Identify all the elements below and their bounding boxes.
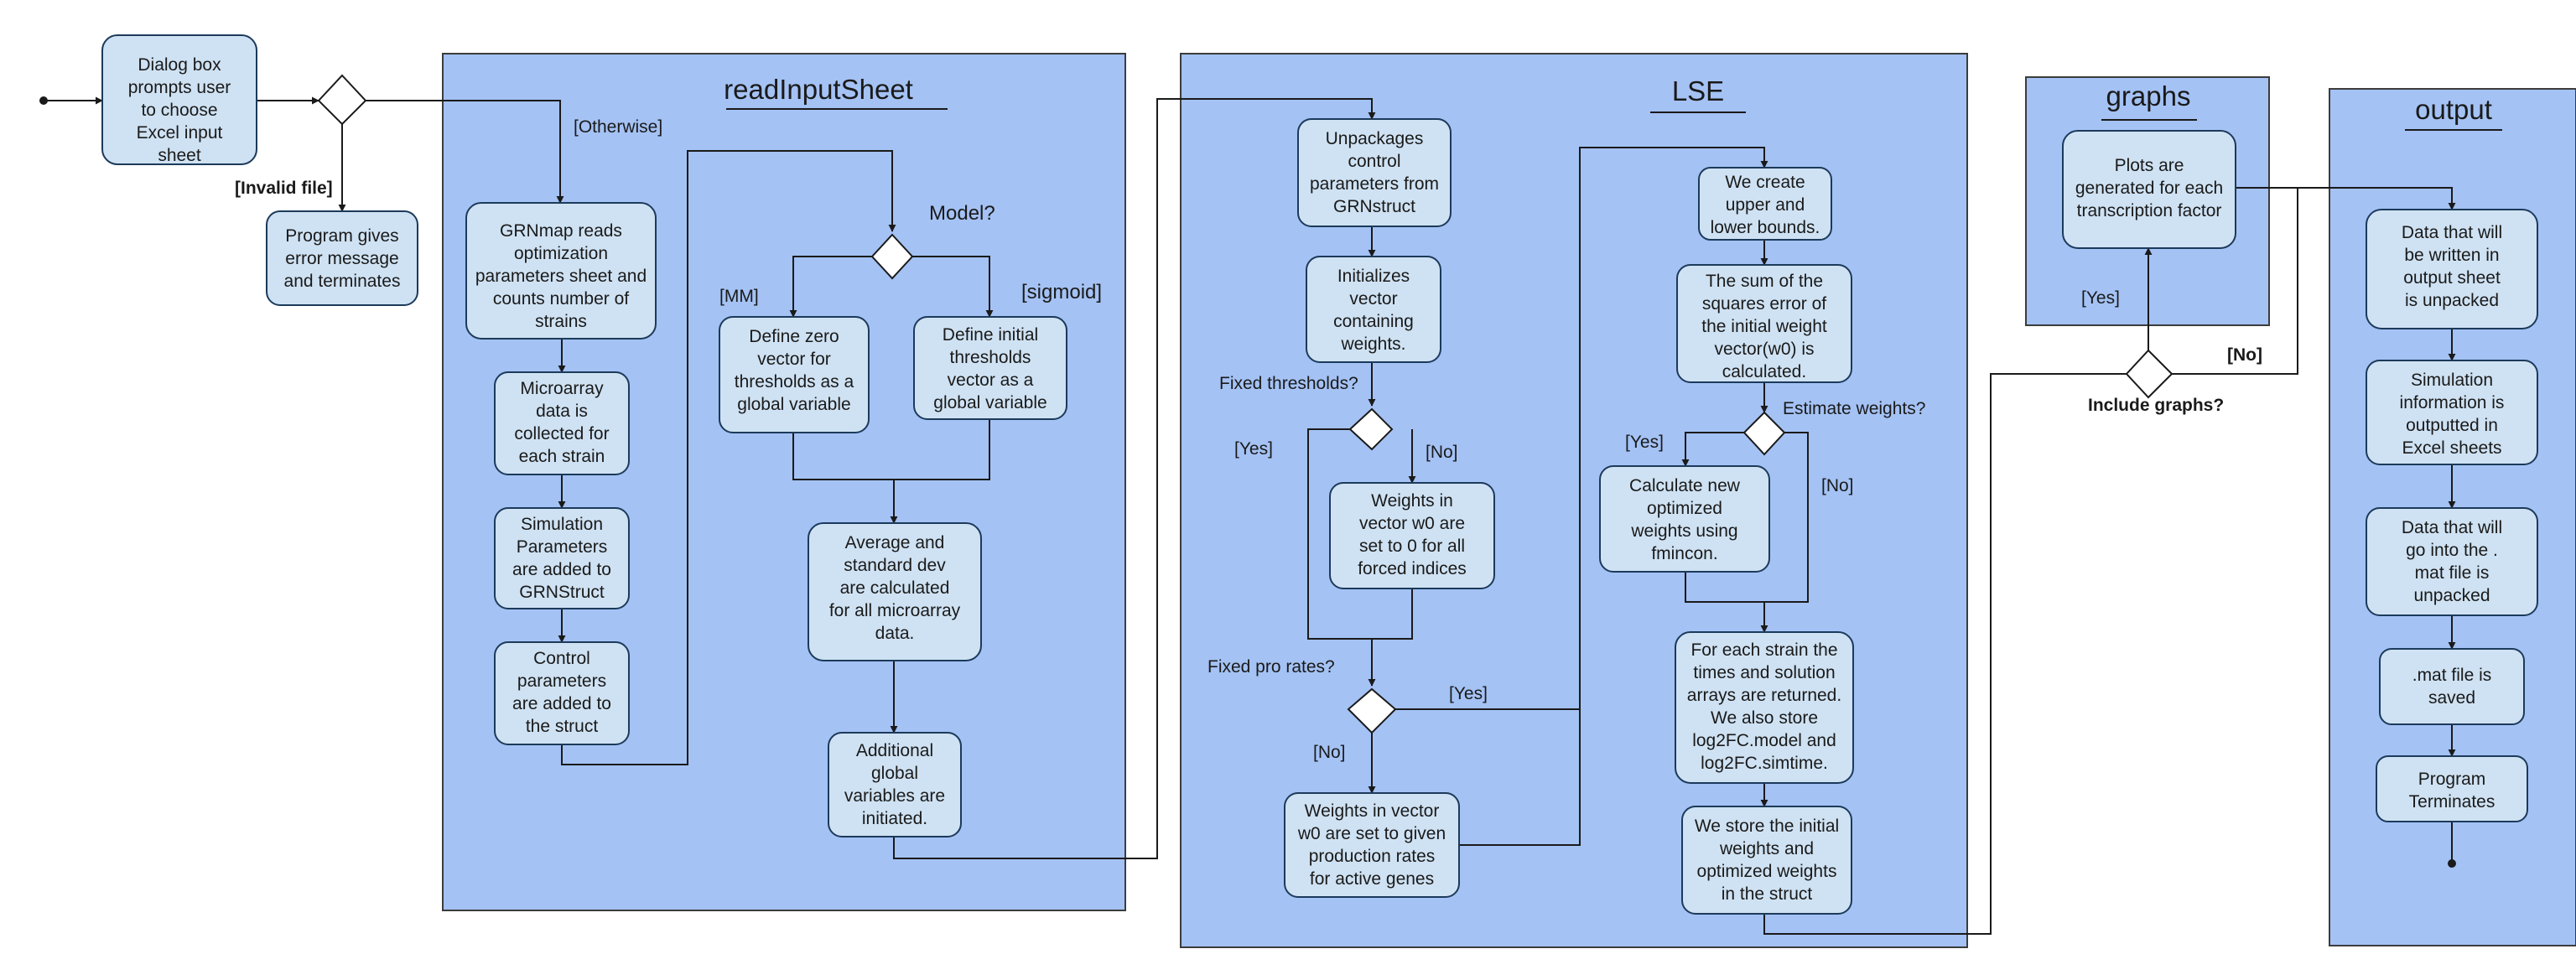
- label-fixed-thresholds: Fixed thresholds?: [1219, 374, 1358, 393]
- label-yes-thresholds: [Yes]: [1234, 439, 1273, 459]
- label-yes-pro-rates: [Yes]: [1449, 684, 1488, 703]
- end-node: [2448, 859, 2456, 868]
- lane-title-readinputsheet: readInputSheet: [724, 74, 913, 105]
- decision-fixed-thresholds: [1348, 407, 1394, 451]
- label-fixed-pro-rates: Fixed pro rates?: [1208, 657, 1335, 677]
- label-no-estimate: [No]: [1821, 476, 1854, 495]
- lane-title-lse: LSE: [1672, 75, 1724, 106]
- edges: [44, 96, 2456, 935]
- label-no-graphs: [No]: [2227, 345, 2262, 365]
- label-estimate-weights: Estimate weights?: [1783, 399, 1925, 418]
- label-no-pro-rates: [No]: [1313, 743, 1346, 762]
- decision-include-graphs: [2125, 349, 2174, 399]
- decision-model: [870, 233, 914, 280]
- label-mm: [MM]: [719, 287, 759, 306]
- start-node: [39, 96, 48, 105]
- decision-file-valid: [317, 74, 367, 126]
- label-invalid-file: [Invalid file]: [235, 179, 333, 198]
- decision-fixed-pro-rates: [1347, 687, 1397, 734]
- label-otherwise: [Otherwise]: [574, 117, 662, 137]
- lane-readinputsheet: readInputSheet: [442, 53, 1126, 911]
- lane-title-graphs: graphs: [2106, 80, 2191, 111]
- label-no-thresholds: [No]: [1426, 443, 1458, 462]
- label-yes-estimate: [Yes]: [1625, 433, 1664, 452]
- label-yes-graphs: [Yes]: [2081, 288, 2120, 308]
- label-include-graphs: Include graphs?: [2088, 396, 2224, 415]
- label-sigmoid: [sigmoid]: [1021, 281, 1102, 303]
- decision-estimate-weights: [1742, 411, 1786, 456]
- label-model: Model?: [929, 202, 995, 225]
- lane-title-output: output: [2415, 94, 2492, 125]
